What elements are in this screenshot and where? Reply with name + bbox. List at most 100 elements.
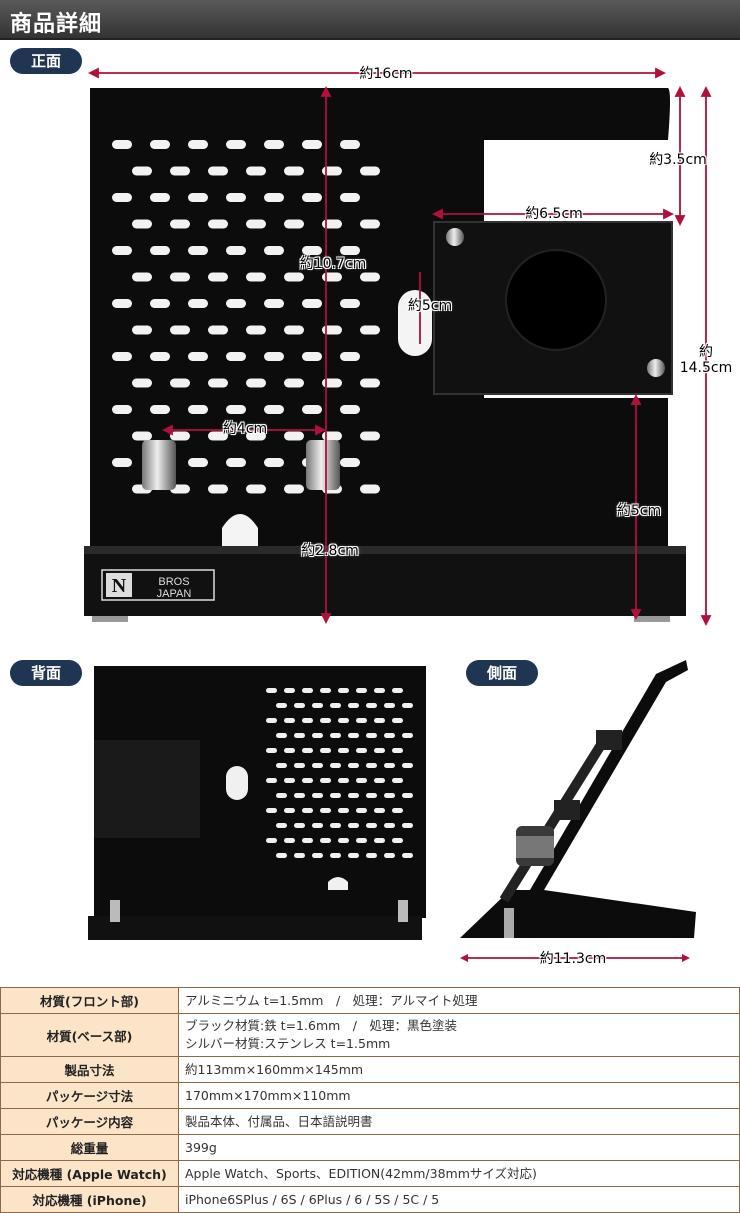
vent-hole xyxy=(208,484,228,494)
vent-hole xyxy=(302,405,322,414)
vent-hole xyxy=(170,272,190,282)
side-view-image xyxy=(460,660,696,962)
vent-hole xyxy=(208,431,228,441)
back-vent-hole xyxy=(312,793,323,798)
vent-hole xyxy=(208,325,228,335)
back-vent-hole xyxy=(276,823,287,828)
back-vent-hole xyxy=(348,703,359,708)
vent-hole xyxy=(246,219,266,229)
back-vent-hole xyxy=(374,778,385,783)
vent-hole xyxy=(170,219,190,229)
spec-key: 材質(フロント部) xyxy=(0,987,179,1014)
vent-hole xyxy=(284,219,304,229)
back-vent-hole xyxy=(294,763,305,768)
vent-hole xyxy=(226,405,246,414)
back-vent-hole xyxy=(356,808,367,813)
dim-depth: 約11.3cm xyxy=(539,951,607,967)
back-vent-hole xyxy=(266,808,277,813)
back-vent-hole xyxy=(392,838,403,843)
back-vent-hole xyxy=(302,808,313,813)
spec-value-line: 170mm×170mm×110mm xyxy=(185,1087,351,1103)
back-vent-hole xyxy=(294,853,305,858)
back-vent-hole xyxy=(302,838,313,843)
spec-value: 約113mm×160mm×145mm xyxy=(178,1056,740,1083)
vent-hole xyxy=(340,299,360,308)
vent-hole xyxy=(360,219,380,229)
back-vent-hole xyxy=(284,838,295,843)
vent-hole xyxy=(112,299,132,308)
vent-hole xyxy=(208,272,228,282)
back-vent-holes xyxy=(266,688,413,858)
back-vent-hole xyxy=(374,748,385,753)
back-vent-hole xyxy=(348,823,359,828)
back-vent-hole xyxy=(276,853,287,858)
back-vent-hole xyxy=(312,763,323,768)
spec-value: 製品本体、付属品、日本語説明書 xyxy=(178,1108,740,1135)
back-vent-hole xyxy=(284,688,295,693)
vent-hole xyxy=(112,246,132,255)
back-vent-hole xyxy=(402,763,413,768)
back-vent-hole xyxy=(348,793,359,798)
vent-hole xyxy=(322,219,342,229)
vent-hole xyxy=(132,431,152,441)
back-vent-hole xyxy=(312,823,323,828)
back-vent-hole xyxy=(330,733,341,738)
spec-value-line: アルミニウム t=1.5mm / 処理：アルマイト処理 xyxy=(185,992,478,1008)
vent-hole xyxy=(150,140,170,149)
back-vent-hole xyxy=(374,808,385,813)
back-vent-hole xyxy=(366,763,377,768)
back-vent-hole xyxy=(302,688,313,693)
vent-hole xyxy=(284,378,304,388)
dim-knob-gap: 約4cm xyxy=(222,421,268,437)
vent-hole xyxy=(360,325,380,335)
vent-holes: /* holes drawn below */ xyxy=(112,140,380,494)
dim-base-height: 約2.8cm xyxy=(301,543,359,559)
vent-hole xyxy=(188,299,208,308)
spec-key: 対応機種 (Apple Watch) xyxy=(0,1160,179,1187)
front-base xyxy=(84,546,686,616)
back-vent-hole xyxy=(392,778,403,783)
vent-hole xyxy=(188,458,208,467)
back-vent-hole xyxy=(366,853,377,858)
vent-hole xyxy=(150,193,170,202)
back-vent-hole xyxy=(312,703,323,708)
dim-slot: 約5cm xyxy=(407,298,453,314)
back-vent-hole xyxy=(338,808,349,813)
dim-width: 約16cm xyxy=(359,66,413,82)
vent-hole xyxy=(284,166,304,176)
back-vent-hole xyxy=(330,823,341,828)
vent-hole xyxy=(264,405,284,414)
back-vent-hole xyxy=(302,718,313,723)
back-vent-hole xyxy=(338,838,349,843)
vent-hole xyxy=(170,325,190,335)
front-plate xyxy=(90,88,670,548)
vent-hole xyxy=(264,352,284,361)
back-vent-hole xyxy=(374,688,385,693)
back-view-label: 背面 xyxy=(10,660,82,686)
back-vent-hole xyxy=(294,703,305,708)
vent-hole xyxy=(226,458,246,467)
back-vent-hole xyxy=(356,718,367,723)
back-vent-hole xyxy=(402,823,413,828)
vent-hole xyxy=(112,405,132,414)
back-vent-hole xyxy=(276,703,287,708)
back-vent-hole xyxy=(348,853,359,858)
side-arm xyxy=(460,660,696,938)
spec-value-line: 399g xyxy=(185,1139,217,1155)
vent-hole xyxy=(188,140,208,149)
vent-hole xyxy=(170,378,190,388)
back-vent-hole xyxy=(294,823,305,828)
back-vent-hole xyxy=(384,763,395,768)
spec-row: 材質(フロント部) アルミニウム t=1.5mm / 処理：アルマイト処理 xyxy=(0,987,740,1014)
back-vent-hole xyxy=(384,733,395,738)
vent-hole xyxy=(302,299,322,308)
vent-hole xyxy=(340,140,360,149)
vent-hole xyxy=(226,140,246,149)
back-vent-hole xyxy=(320,748,331,753)
spec-value: 170mm×170mm×110mm xyxy=(178,1082,740,1109)
spec-value: iPhone6SPlus / 6S / 6Plus / 6 / 5S / 5C … xyxy=(178,1186,740,1213)
vent-hole xyxy=(188,193,208,202)
vent-hole xyxy=(132,272,152,282)
back-vent-hole xyxy=(356,778,367,783)
